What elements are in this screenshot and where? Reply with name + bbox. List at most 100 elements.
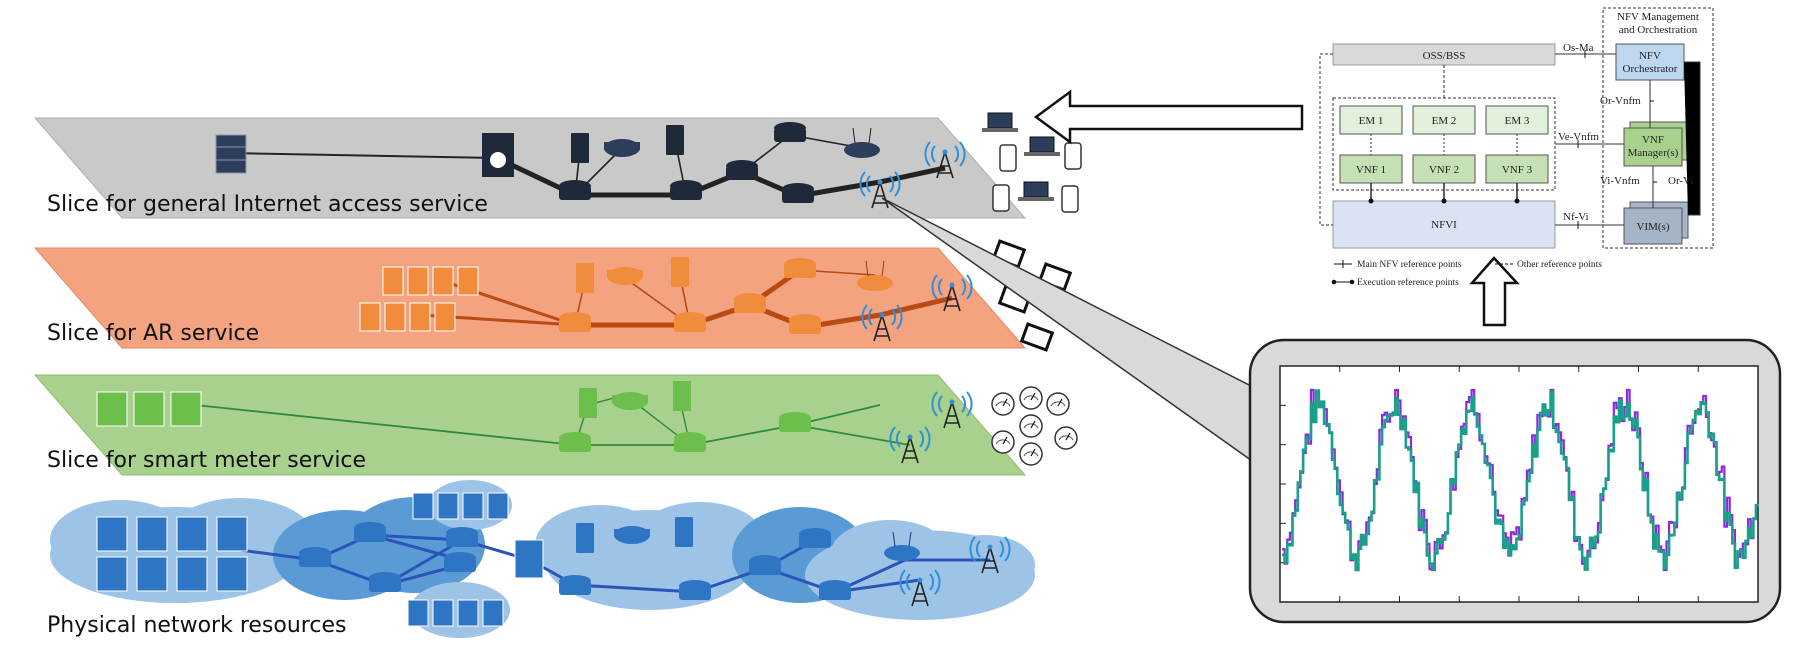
server-icon [576,263,594,293]
em1-label: EM 1 [1359,115,1384,127]
smart-meter-icon [991,430,1015,454]
smart-meter-icon [1046,392,1070,416]
server-rack-icon [215,134,247,174]
router-icon [559,575,591,595]
router-icon [679,580,711,600]
router-icon [559,180,591,200]
switch-icon [784,258,816,278]
storage-icon [614,526,650,544]
vnf2-box [1412,154,1476,184]
server-icon [671,257,689,287]
smart-meter-icon [1019,414,1043,438]
server-icon [576,523,594,553]
orchestrator-label-1: NFV [1639,50,1661,62]
vnf3-box [1485,154,1549,184]
ref-nf-vi: Nf-Vi [1563,211,1589,223]
storage-icon [604,139,640,157]
storage-icon [607,267,643,285]
server-rack-icon [359,266,479,332]
server-icon [675,517,693,547]
oss-bss-label: OSS/BSS [1423,50,1466,62]
switch-icon [789,314,821,334]
server-icon [579,388,597,418]
switch-icon [779,412,811,432]
nfvi-label: NFVI [1431,219,1457,231]
server-rack-icon [96,391,202,427]
ref-os-ma: Os-Ma [1563,42,1594,54]
legend-other-reference: Other reference points [1517,259,1602,270]
switch-icon [819,580,851,600]
smart-meter-icon [991,392,1015,416]
firewall-icon [482,133,514,177]
ar-slice-plane [33,247,1027,349]
vnf2-label: VNF 2 [1429,164,1459,176]
meter-slice-plane [33,374,1027,476]
traffic-series-teal [1282,389,1759,572]
firewall-icon [514,539,544,579]
ref-ve-vnfm: Ve-Vnfm [1558,131,1599,143]
physical-network-label: Physical network resources [47,613,346,638]
wifi-router-icon [844,127,880,158]
ar-headset-icon [1019,322,1055,352]
internet-slice-plane [33,117,1027,219]
left-arrow-icon [1033,89,1304,145]
switch-icon [299,547,331,567]
switch-icon [782,183,814,203]
internet-slice-label: Slice for general Internet access servic… [47,192,488,217]
switch-icon [734,293,766,313]
legend-execution-reference: Execution reference points [1357,277,1459,288]
server-icon [673,381,691,411]
smartphone-icon [1061,185,1079,213]
switch-icon [446,527,478,547]
orchestrator-label-2: Orchestrator [1623,63,1678,75]
smart-meter-icon [1019,386,1043,410]
vnf1-label: VNF 1 [1356,164,1386,176]
switch-icon [354,522,386,542]
smartphone-icon [999,144,1017,172]
internet-slice-network [215,122,966,209]
ref-or-vnfm: Or-Vnfm [1600,95,1641,107]
smart-meter-icon [1019,442,1043,466]
em3-box [1485,105,1549,135]
smartphone-icon [1064,142,1082,170]
mano-box [1602,7,1714,249]
em3-label: EM 3 [1505,115,1530,127]
nfv-architecture: NFV Management and Orchestration OSS/BSS… [1319,7,1714,288]
laptop-icon [1018,181,1054,201]
vnf-manager-label-1: VNF [1642,134,1664,146]
smart-meter-icon [1054,426,1078,450]
vim-box [1623,207,1683,245]
switch-icon [444,552,476,572]
traffic-plot [1279,365,1759,603]
server-icon [571,133,589,163]
mano-title-line1: NFV Management [1617,11,1699,23]
em1-box [1339,105,1403,135]
storage-icon [612,392,648,410]
switch-icon [799,528,831,548]
em2-label: EM 2 [1432,115,1457,127]
laptop-icon [982,112,1018,132]
vnf3-label: VNF 3 [1502,164,1533,176]
up-arrow-icon [1469,256,1520,327]
router-icon [674,312,706,332]
vnf-manager-label-2: Manager(s) [1628,147,1679,159]
ar-slice-network [359,257,973,342]
router-icon [670,180,702,200]
smartphone-icon [992,184,1010,212]
wifi-router-icon [884,531,920,561]
ref-or-vi: Or-Vi [1668,175,1693,187]
vim-label: VIM(s) [1637,221,1670,233]
switch-icon [749,555,781,575]
vnf-manager-box [1623,127,1683,167]
router-icon [559,432,591,452]
laptop-icon [1024,136,1060,156]
router-icon [559,312,591,332]
switch-icon [369,572,401,592]
ar-slice-label: Slice for AR service [47,321,259,346]
switch-icon [726,160,758,180]
legend-main-reference: Main NFV reference points [1357,259,1462,270]
router-icon [674,432,706,452]
meter-slice-label: Slice for smart meter service [47,448,366,473]
physical-network-links [96,492,1011,627]
wifi-router-icon [857,260,893,291]
